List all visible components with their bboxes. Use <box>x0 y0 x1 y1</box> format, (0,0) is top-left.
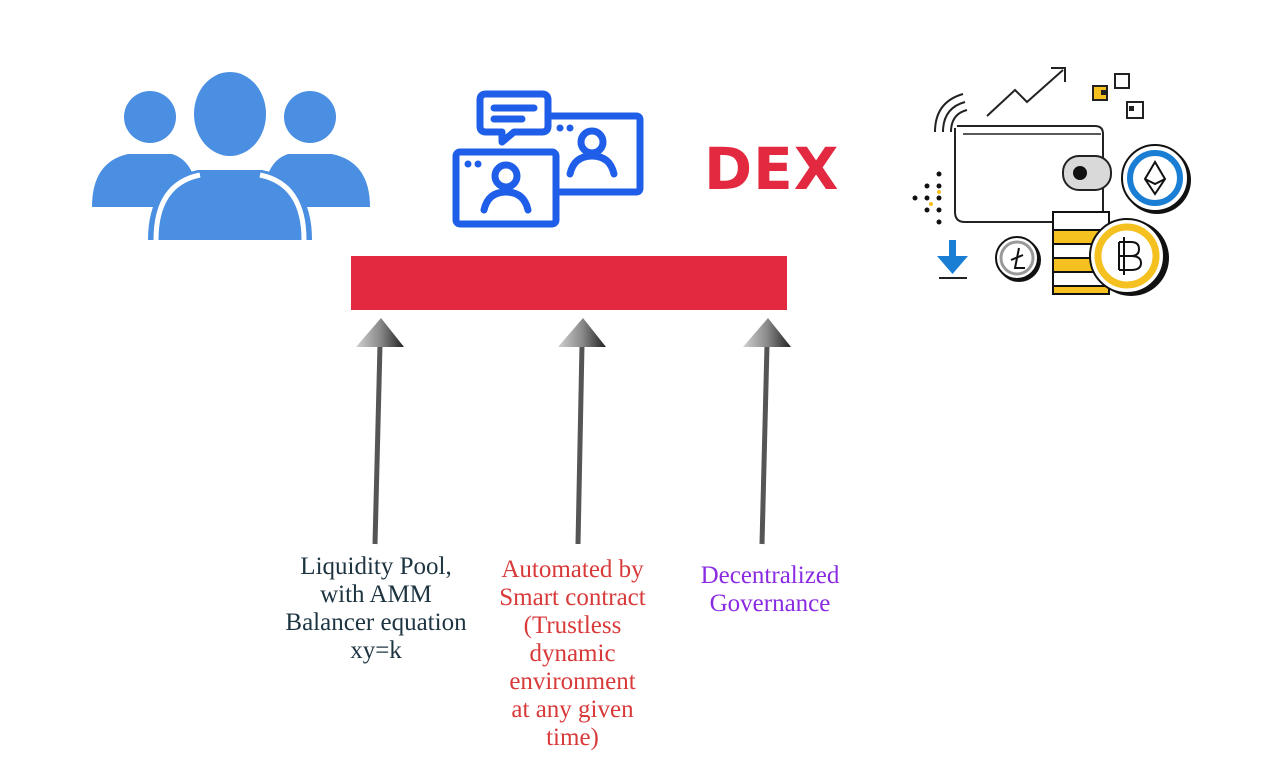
arrow-liquidity <box>356 318 404 545</box>
dex-platform-bar <box>351 256 787 310</box>
arrow-governance <box>743 318 791 545</box>
caption-smart-contract: Automated by Smart contract (Trustless d… <box>499 556 646 751</box>
dex-label: DEX <box>704 135 840 203</box>
crypto-wallet-icon <box>912 67 1191 296</box>
arrow-automation <box>558 318 606 545</box>
caption-liquidity-pool: Liquidity Pool, with AMM Balancer equati… <box>285 553 467 664</box>
video-meeting-icon <box>452 90 644 228</box>
caption-governance: Decentralized Governance <box>700 562 840 617</box>
users-group-icon <box>92 72 370 241</box>
